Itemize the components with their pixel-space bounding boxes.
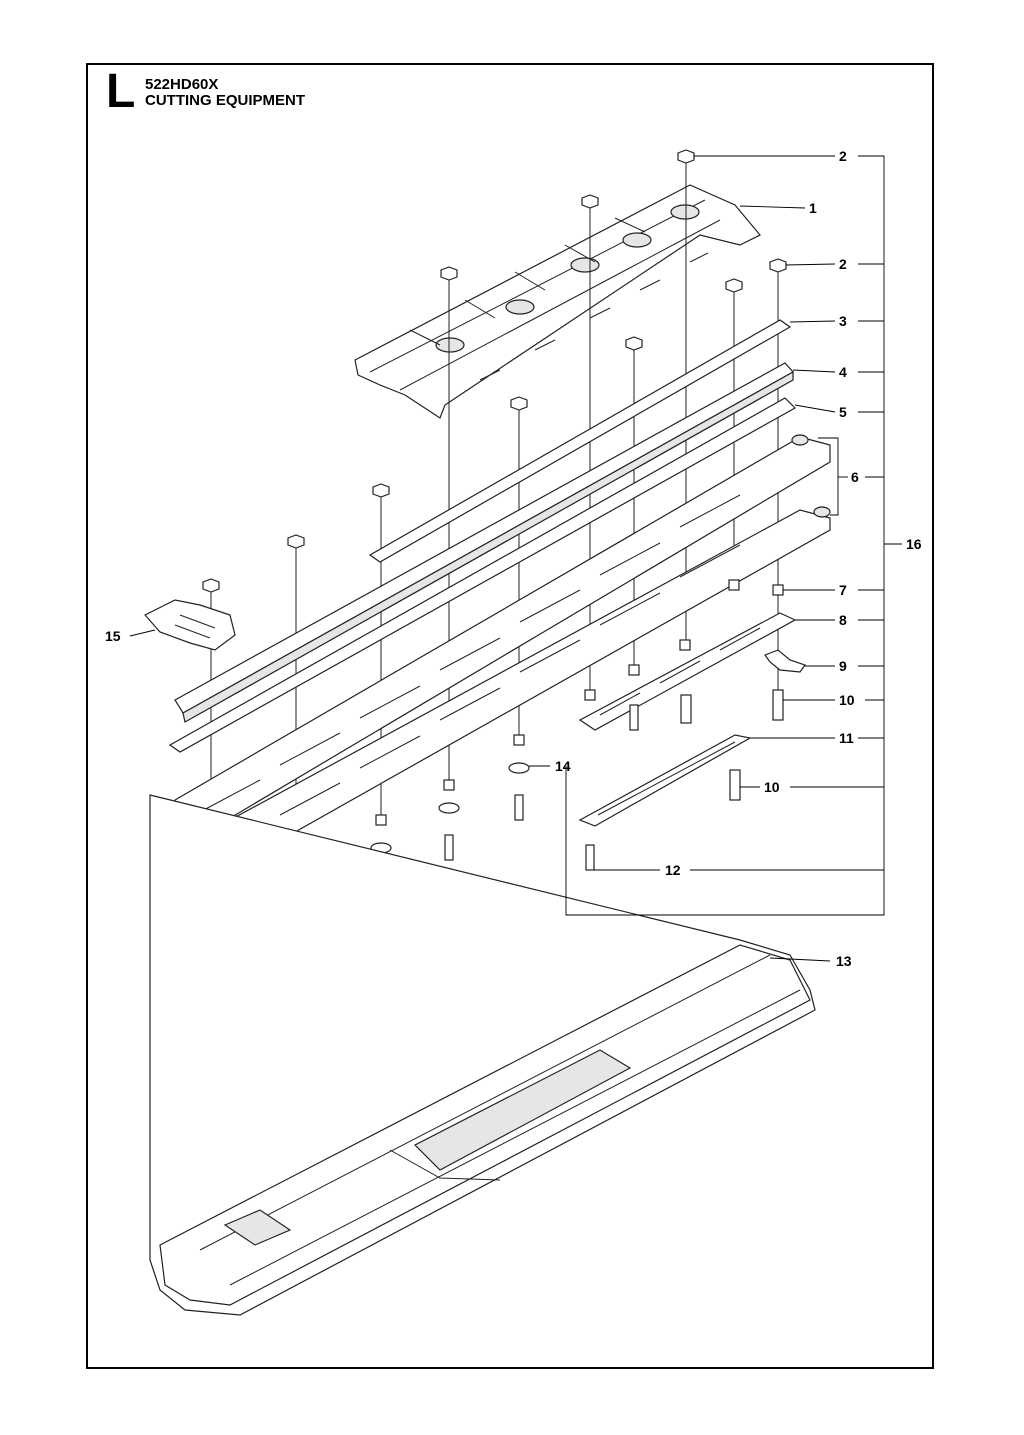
callout-2-lower: 2 [839,256,847,272]
callout-3: 3 [839,313,847,329]
section-letter: L [106,65,136,118]
callout-4: 4 [839,364,847,380]
part-9-clip [764,649,806,673]
callout-9: 9 [839,658,847,674]
section-title: CUTTING EQUIPMENT [145,92,305,109]
nuts-top-row [202,149,787,593]
part-3-strip [368,319,792,563]
callout-5: 5 [839,404,847,420]
part-5-plate [168,397,796,753]
callout-labels: 2 1 2 3 4 5 6 16 7 8 15 9 10 11 14 10 12… [105,148,922,969]
callout-15: 15 [105,628,121,644]
leader-lines [129,155,902,962]
callout-10-upper: 10 [839,692,855,708]
callout-7: 7 [839,582,847,598]
callout-12: 12 [665,862,681,878]
callout-1: 1 [809,200,817,216]
part-12-bolt [585,844,595,871]
callout-14: 14 [555,758,571,774]
callout-10-lower: 10 [764,779,780,795]
part-11-guide-rail [578,734,752,827]
part-1-blade-guide [354,184,761,419]
callout-11: 11 [839,730,854,746]
callout-13: 13 [836,953,852,969]
callout-2-top: 2 [839,148,847,164]
part-15-tip-guard [144,599,236,651]
callout-8: 8 [839,612,847,628]
diagram-frame [86,63,934,1369]
part-13-sheath [149,794,816,1316]
callout-6: 6 [851,469,859,485]
model-code: 522HD60X [145,76,219,93]
part-4-bar [174,362,794,723]
callout-16: 16 [906,536,922,552]
part-10-screws [629,689,784,801]
